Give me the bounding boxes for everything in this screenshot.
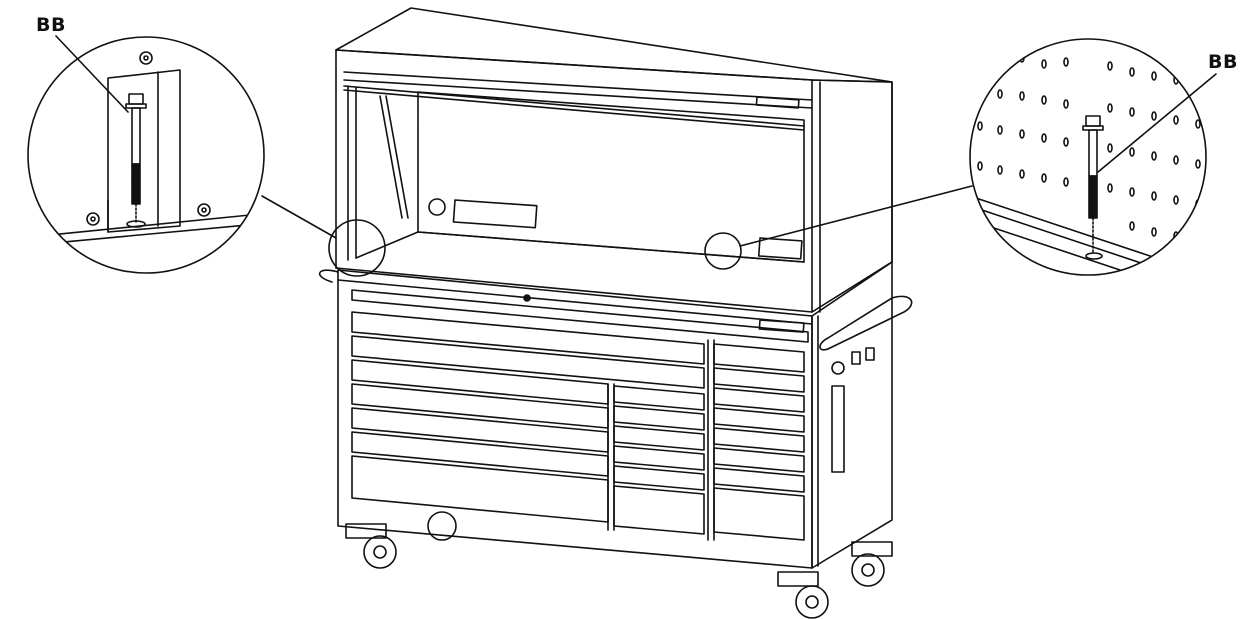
leader-line-right (739, 185, 973, 247)
chest-right-side (811, 261, 893, 569)
side-fan (831, 361, 845, 375)
bolt-right (1082, 115, 1104, 253)
keyhole (523, 294, 531, 302)
hutch-fan (428, 198, 446, 216)
caster-back-left (427, 511, 457, 541)
hutch (328, 7, 893, 313)
drawer-bank-middle (613, 385, 705, 535)
hutch-right-side (811, 79, 893, 313)
detail-circle-left (328, 219, 386, 277)
leader-line-left (261, 195, 337, 239)
callout-pointer-right (1097, 73, 1217, 173)
right-handle (819, 295, 913, 351)
callout-label-right: BB (1208, 51, 1238, 73)
side-hook (851, 351, 861, 365)
caster-front-right (777, 571, 829, 619)
detail-view-right (969, 38, 1207, 276)
detail-view-left (27, 36, 265, 274)
drawer-bank-left (351, 311, 705, 523)
callout-pointer-left (55, 35, 129, 113)
left-handle (319, 269, 339, 283)
detail-circle-right (704, 232, 742, 270)
usb-outlet (757, 237, 803, 260)
casters (345, 511, 893, 619)
caster-front-left (345, 523, 397, 569)
drawer-bank-right (713, 343, 805, 541)
caster-back-right (851, 541, 893, 587)
side-power-strip (831, 385, 845, 473)
hutch-badge (755, 96, 800, 109)
chest-front (337, 269, 813, 569)
bolt-left (125, 93, 147, 223)
power-strip (452, 199, 538, 229)
callout-label-left: BB (36, 14, 66, 36)
tool-chest (319, 261, 913, 569)
chest-badge (758, 319, 805, 333)
hutch-top (335, 7, 893, 83)
drawer-top (351, 289, 809, 343)
recess-channel (107, 69, 181, 233)
